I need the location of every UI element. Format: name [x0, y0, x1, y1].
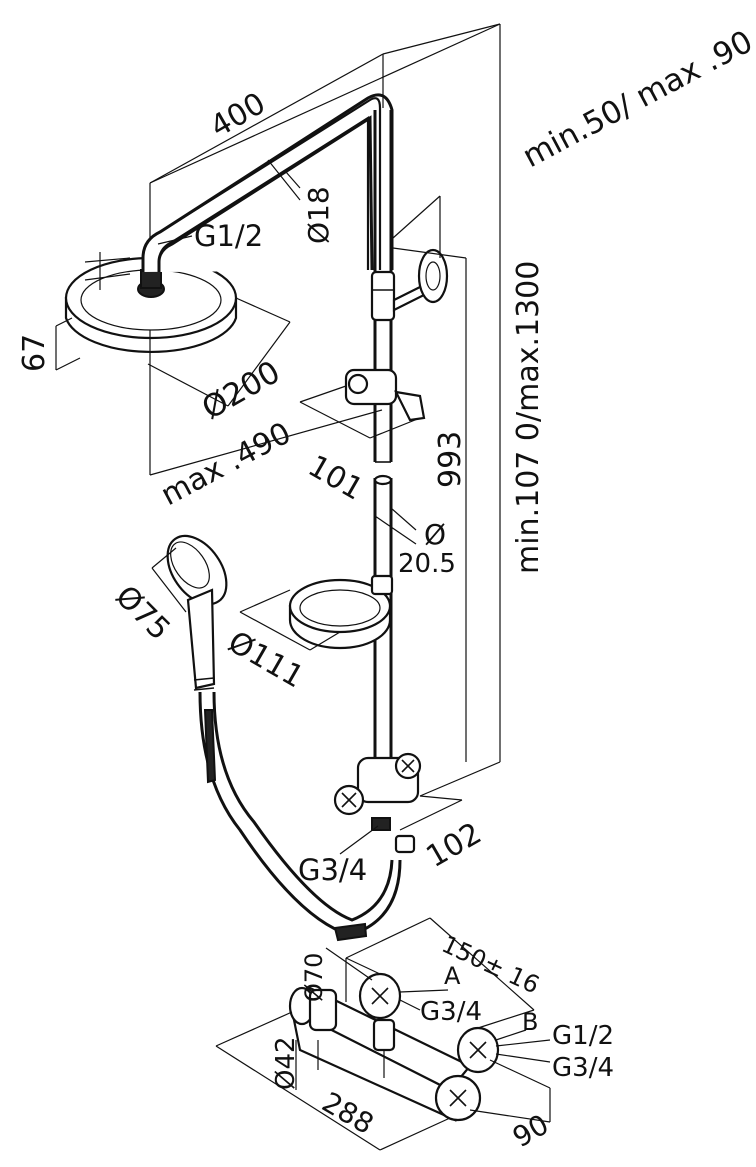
soap-dish — [288, 574, 394, 650]
diverter-depth-label: 102 — [421, 816, 488, 875]
riser-bar-upper — [370, 110, 396, 463]
port-a-label: A — [444, 962, 461, 990]
bar-length-label: 993 — [433, 431, 468, 488]
mixer-body-diameter-label: Ø42 — [271, 1036, 301, 1090]
arm-diameter-label: Ø18 — [302, 186, 335, 244]
shower-arm-length-label: 400 — [205, 86, 272, 145]
port-b-label: B — [522, 1008, 538, 1036]
thermostatic-mixer — [288, 972, 500, 1122]
slider-depth-label: 101 — [302, 449, 369, 508]
outlet-thread-2-label: G3/4 — [552, 1053, 614, 1083]
head-diameter-label: Ø200 — [196, 354, 286, 427]
head-connection-label: G1/2 — [194, 219, 263, 253]
hand-shower — [166, 534, 228, 691]
mixer-knob-diameter-label: Ø70 — [300, 953, 328, 1002]
mixer-depth-label: 90 — [507, 1108, 554, 1154]
port-a-thread-label: G3/4 — [420, 997, 482, 1027]
shower-head — [64, 256, 238, 354]
mixer-length-label: 288 — [317, 1085, 380, 1140]
handshower-slider — [344, 368, 426, 422]
dimension-lines — [55, 23, 551, 1151]
wall-bracket — [392, 248, 449, 312]
handshower-diameter-label: Ø75 — [108, 579, 176, 647]
bar-diameter-symbol: Ø — [424, 518, 446, 551]
shower-hose — [198, 691, 402, 942]
diverter — [333, 752, 422, 854]
bar-diameter-value: 20.5 — [398, 549, 456, 579]
head-to-bar-top-label: min.50/ max .90 — [517, 24, 756, 175]
head-height-label: 67 — [17, 334, 52, 372]
total-height-label: min.107 0/max.1300 — [511, 261, 546, 574]
max-reach-label: max .490 — [155, 416, 297, 513]
diverter-connection-label: G3/4 — [298, 853, 367, 887]
outlet-thread-1-label: G1/2 — [552, 1021, 614, 1051]
shower-arm — [141, 93, 394, 272]
